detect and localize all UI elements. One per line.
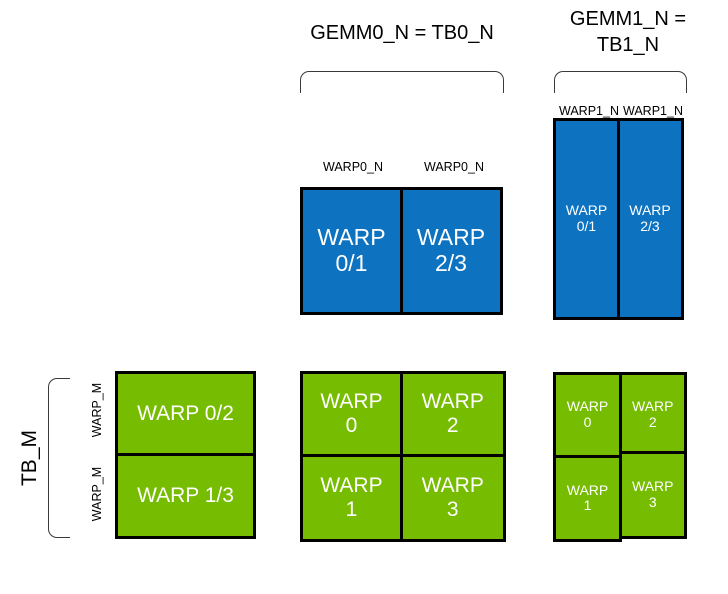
- warp1-n-label-left: WARP1_N: [559, 104, 619, 118]
- gemm0-bottom-block: WARP 0 WARP 2 WARP 1 WARP 3: [300, 371, 506, 542]
- gemm1-width-bracket: [554, 71, 687, 93]
- gemm1-bottom-block: WARP 0 WARP 2 WARP 1 WARP 3: [553, 372, 687, 542]
- warp-m-label-bottom: WARP_M: [90, 466, 104, 522]
- left-bottom-block: WARP 0/2 WARP 1/3: [115, 371, 256, 542]
- warp0-n-label-left: WARP0_N: [323, 160, 383, 174]
- left-bottom-cell-1[interactable]: WARP 1/3: [115, 453, 256, 539]
- gemm0-width-bracket: [300, 71, 504, 93]
- gemm1-bottom-cell-2[interactable]: WARP 1: [553, 454, 622, 542]
- left-bottom-cell-0[interactable]: WARP 0/2: [115, 371, 256, 457]
- warp-m-label-top: WARP_M: [90, 382, 104, 438]
- gemm1-top-cell-1[interactable]: WARP 2/3: [616, 118, 684, 320]
- tb-m-axis-label: TB_M: [18, 430, 41, 487]
- gemm0-top-cell-0[interactable]: WARP 0/1: [300, 187, 403, 315]
- gemm1-title: GEMM1_N = TB1_N: [569, 8, 687, 56]
- gemm1-top-cell-0[interactable]: WARP 0/1: [553, 118, 620, 320]
- gemm1-bottom-cell-1[interactable]: WARP 2: [618, 372, 687, 458]
- warp1-n-label-right: WARP1_N: [623, 104, 683, 118]
- gemm0-top-cell-1[interactable]: WARP 2/3: [399, 187, 503, 315]
- gemm0-bottom-cell-3[interactable]: WARP 3: [399, 453, 506, 542]
- gemm0-bottom-cell-0[interactable]: WARP 0: [300, 371, 403, 457]
- gemm1-bottom-cell-3[interactable]: WARP 3: [618, 451, 687, 539]
- gemm0-top-block: WARP 0/1 WARP 2/3: [300, 187, 506, 315]
- gemm1-top-block: WARP 0/1 WARP 2/3: [553, 118, 687, 320]
- warp0-n-label-right: WARP0_N: [424, 160, 484, 174]
- gemm1-bottom-cell-0[interactable]: WARP 0: [553, 372, 622, 458]
- gemm0-bottom-cell-2[interactable]: WARP 1: [300, 453, 403, 542]
- gemm0-title: GEMM0_N = TB0_N: [310, 22, 494, 44]
- tb-m-bracket: [48, 378, 70, 538]
- gemm0-bottom-cell-1[interactable]: WARP 2: [399, 371, 506, 457]
